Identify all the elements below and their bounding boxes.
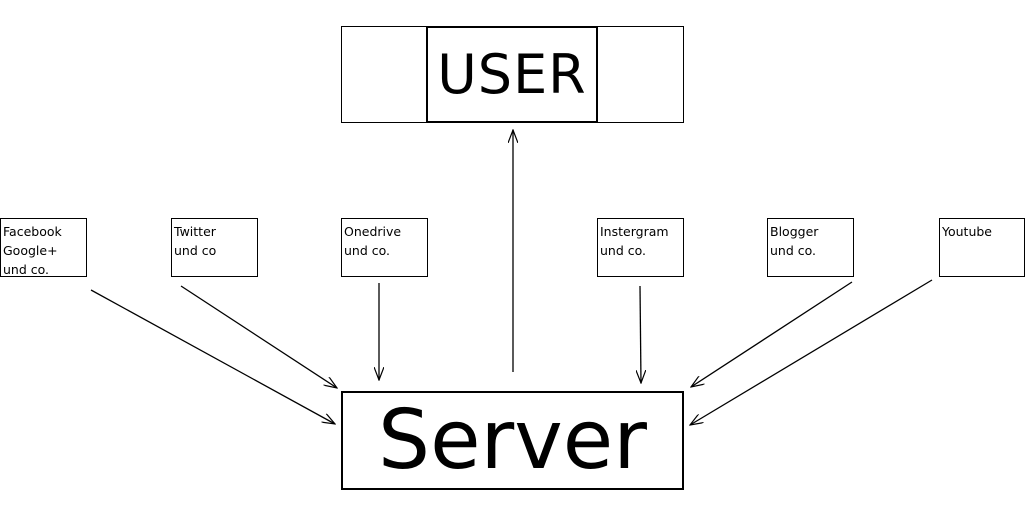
source-box-instagram: Instergram und co. xyxy=(597,218,684,277)
arrow-youtube-to-server xyxy=(690,279,933,425)
source-box-youtube: Youtube xyxy=(939,218,1025,277)
source-line: Blogger xyxy=(770,224,819,239)
source-box-blogger: Blogger und co. xyxy=(767,218,854,277)
source-line: Twitter xyxy=(174,224,216,239)
source-box-onedrive: Onedrive und co. xyxy=(341,218,428,277)
source-line: und co xyxy=(174,243,217,258)
server-box: Server xyxy=(341,391,684,490)
arrow-instagram-to-server xyxy=(640,285,641,383)
source-box-twitter: Twitter und co xyxy=(171,218,258,277)
source-line: Instergram xyxy=(600,224,669,239)
server-label: Server xyxy=(378,392,647,488)
arrow-blogger-to-server xyxy=(691,281,853,387)
arrow-facebook-to-server xyxy=(90,289,335,424)
user-box: USER xyxy=(426,26,598,123)
arrow-twitter-to-server xyxy=(180,285,337,388)
source-line: und co. xyxy=(770,243,817,258)
source-line: Facebook xyxy=(3,224,62,239)
source-line: und co. xyxy=(600,243,647,258)
source-box-facebook: Facebook Google+ und co. xyxy=(0,218,87,277)
source-line: und co. xyxy=(3,262,50,277)
source-line: Google+ xyxy=(3,243,58,258)
user-label: USER xyxy=(437,42,587,106)
source-line: Onedrive xyxy=(344,224,402,239)
source-line: Youtube xyxy=(942,224,992,239)
source-line: und co. xyxy=(344,243,391,258)
